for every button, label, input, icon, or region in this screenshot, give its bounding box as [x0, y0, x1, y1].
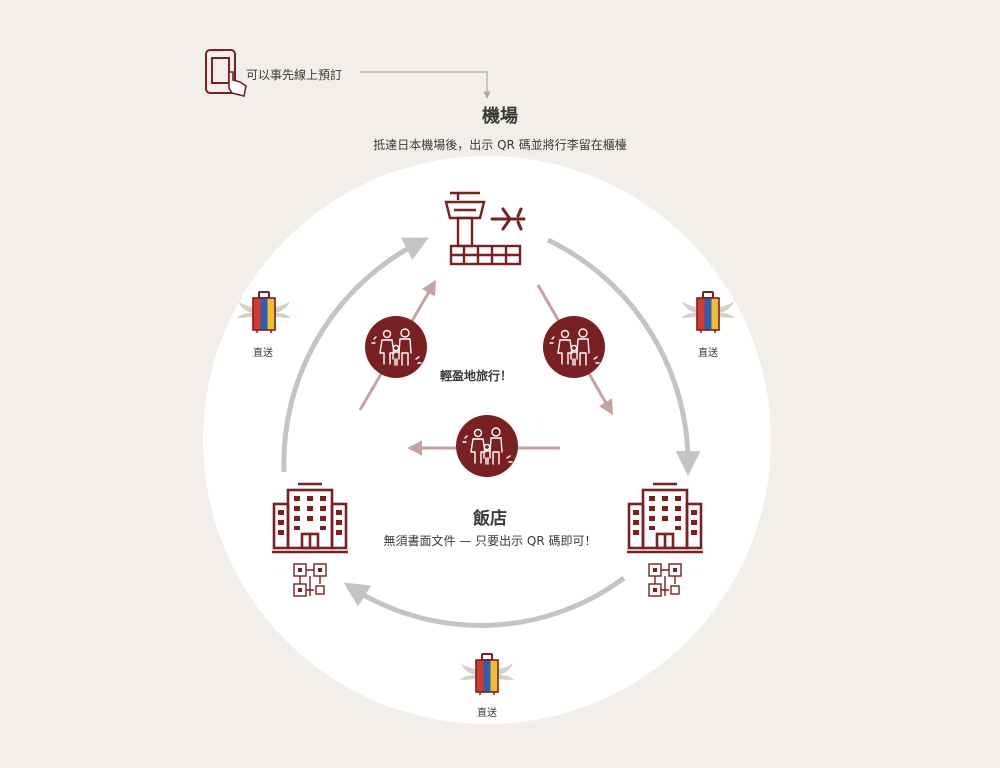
family-icon: [542, 315, 606, 379]
direct-delivery-label-right: 直送: [698, 348, 718, 359]
airport-title: 機場: [482, 106, 518, 127]
tablet-tap-icon: [205, 49, 247, 97]
cycle-arrow-hotel-to-airport: [281, 237, 429, 473]
hotel-description: 無須書面文件 — 只要出示 QR 碼即可！: [383, 534, 597, 548]
airport-tower-icon: [444, 191, 522, 266]
airplane-icon: [490, 207, 526, 231]
hotel-title: 飯店: [473, 509, 507, 529]
family-icon: [364, 315, 428, 379]
online-booking-note: 可以事先線上預訂: [246, 68, 343, 82]
direct-delivery-label-left: 直送: [253, 348, 273, 359]
cycle-arrow-hotel-to-hotel: [343, 575, 626, 628]
direct-delivery-label-bottom: 直送: [477, 708, 497, 719]
airport-description: 抵達日本機場後，出示 QR 碼並將行李留在櫃檯: [373, 138, 627, 152]
note-arrow: [360, 71, 491, 99]
cycle-arrow-airport-to-hotel: [546, 237, 701, 476]
family-icon: [455, 414, 519, 478]
travel-light-label: 輕盈地旅行！: [440, 369, 513, 383]
